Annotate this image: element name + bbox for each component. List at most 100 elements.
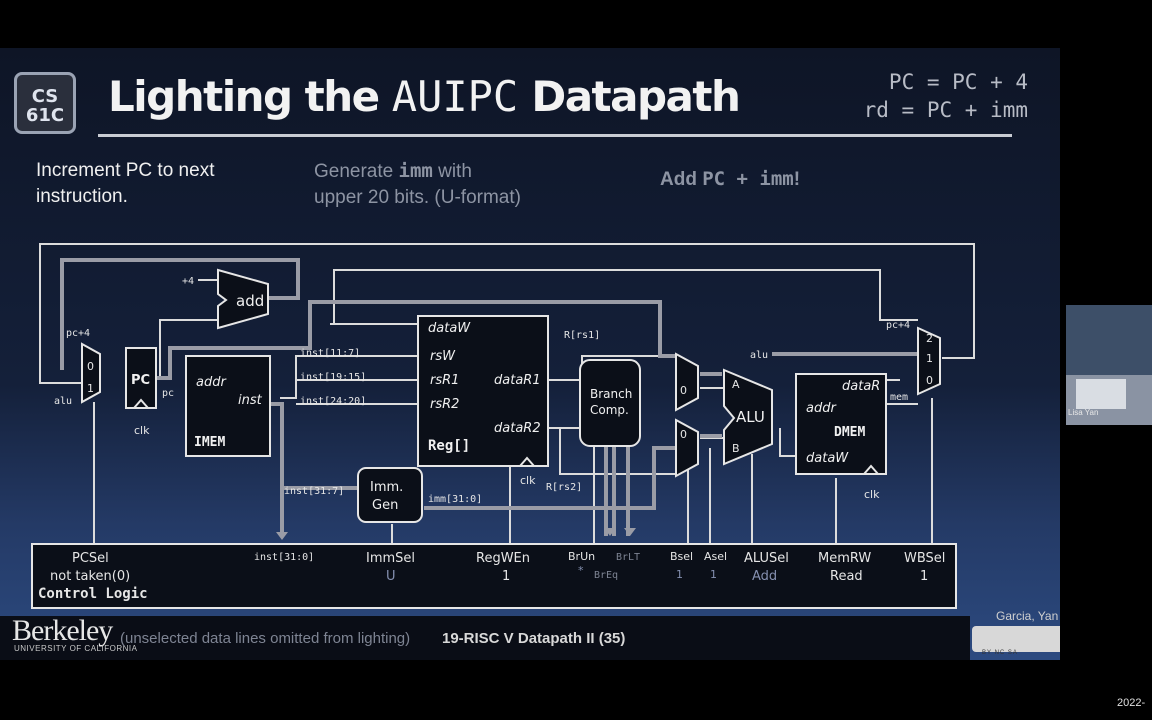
berkeley-sub: UNIVERSITY OF CALIFORNIA: [14, 644, 138, 653]
label-clk-pc: clk: [134, 424, 150, 437]
label-alu-left: alu: [54, 396, 72, 407]
datapath-diagram: +4 pc+4 alu pc inst[11:7] inst[19:15] in…: [31, 243, 975, 609]
label-datar1: dataR1: [494, 373, 541, 388]
label-alu-right: alu: [750, 350, 768, 361]
label-immgen-1: Imm.: [370, 480, 403, 495]
logo-line1: CS: [31, 86, 59, 107]
label-inst-19-15: inst[19:15]: [300, 372, 366, 383]
alu-block: [723, 368, 773, 466]
slide-title: Lighting the AUIPC Datapath: [108, 72, 741, 121]
footer-authors: Garcia, Yan: [996, 609, 1059, 623]
label-mem: mem: [890, 392, 908, 403]
wire-alu-feedback: [39, 243, 975, 384]
cs61c-logo: CS 61C: [14, 72, 76, 134]
ctrl-asel-val: 1: [710, 568, 717, 581]
label-pcmux-1: 1: [87, 382, 94, 395]
label-pcmux-0: 0: [87, 360, 94, 373]
note-add-pc-imm: Add PC + imm!: [660, 168, 801, 190]
speaker-video-thumbnail[interactable]: [1066, 305, 1152, 425]
regfile-block: [417, 315, 549, 467]
footer-bar: [0, 616, 970, 660]
label-dmem-addr: addr: [806, 401, 837, 416]
wire-pc4-to-wbmux: [333, 269, 918, 324]
recording-date: 2022-: [1117, 697, 1146, 709]
label-imem-inst: inst: [238, 393, 263, 408]
label-inst-31-0: inst[31:0]: [254, 552, 314, 563]
ctrl-regwen: RegWEn: [476, 551, 530, 566]
ctrl-pcsel: PCSel: [72, 551, 109, 566]
label-inst-11-7: inst[11:7]: [300, 348, 360, 359]
lit-pc4-loop: [60, 258, 300, 370]
cc-labels: BY NC SA: [982, 650, 1018, 656]
label-clk-reg: clk: [520, 474, 536, 487]
imem-block: [185, 355, 271, 457]
control-logic-box: [31, 543, 957, 609]
lit-imm-to-bsel: [424, 446, 678, 510]
label-dmem: DMEM: [834, 425, 865, 440]
label-datar2: dataR2: [494, 421, 541, 436]
label-alu: ALU: [736, 408, 765, 426]
equation-pc: PC = PC + 4: [888, 70, 1028, 94]
label-datawb: dataW: [428, 321, 471, 336]
ctrl-alusel-val: Add: [752, 569, 777, 584]
footer-note: (unselected data lines omitted from ligh…: [120, 630, 411, 647]
ctrl-wbsel-val: 1: [920, 569, 928, 584]
label-pc-out: pc: [162, 388, 174, 399]
label-rrs1: R[rs1]: [564, 330, 600, 341]
ctrl-immsel: ImmSel: [366, 551, 415, 566]
ctrl-memrw-val: Read: [830, 569, 863, 584]
ctrl-wbsel: WBSel: [904, 551, 945, 566]
cc-license-icon: [972, 626, 1060, 652]
label-rrs2: R[rs2]: [546, 482, 582, 493]
label-alu-a: A: [732, 378, 740, 391]
note-generate-imm: Generate imm with upper 20 bits. (U-form…: [314, 160, 521, 208]
label-rsr1: rsR1: [430, 373, 459, 388]
label-immgen-2: Gen: [372, 498, 398, 513]
label-wbmux-0: 0: [926, 374, 933, 387]
label-rsr2: rsR2: [430, 397, 459, 412]
logo-line2: 61C: [25, 105, 65, 126]
ctrl-title: Control Logic: [38, 586, 148, 602]
label-clk-dmem: clk: [864, 488, 880, 501]
label-regfile: Reg[]: [428, 438, 470, 454]
pc-register: [125, 347, 157, 409]
label-inst-24-20: inst[24:20]: [300, 396, 366, 407]
label-dmem-dataw: dataW: [806, 451, 849, 466]
label-alu-b: B: [732, 442, 740, 455]
label-branch-1: Branch: [590, 387, 632, 401]
wb-mux: [917, 326, 941, 396]
branch-comp-block: [579, 359, 641, 447]
label-imm-31-0: imm[31:0]: [428, 494, 482, 505]
label-inst-31-7: inst[31:7]: [284, 486, 344, 497]
wire-inst-11-7: [280, 355, 418, 399]
label-imem-addr: addr: [196, 375, 227, 390]
label-rsw: rsW: [430, 349, 456, 364]
ctrl-memrw: MemRW: [818, 551, 871, 566]
title-underline: [98, 134, 1012, 137]
slide: CS 61C Lighting the AUIPC Datapath PC = …: [0, 48, 1060, 660]
label-pc4-wb: pc+4: [886, 320, 910, 331]
ctrl-asel: Asel: [704, 550, 727, 563]
ctrl-bsel: Bsel: [670, 550, 693, 563]
ctrl-brun-val: *: [578, 564, 584, 577]
label-branch-2: Comp.: [590, 403, 629, 417]
label-wbmux-1: 1: [926, 352, 933, 365]
ctrl-regwen-val: 1: [502, 569, 510, 584]
label-pc4-top: pc+4: [66, 328, 90, 339]
ctrl-immsel-val: U: [386, 569, 396, 584]
label-imem: IMEM: [194, 435, 225, 450]
label-dmem-datar: dataR: [842, 379, 880, 394]
speaker-name: Lisa Yan: [1068, 408, 1099, 417]
immgen-block: [357, 467, 423, 523]
label-pc: PC: [131, 373, 150, 388]
lit-pc-to-asel: [136, 300, 678, 380]
berkeley-logo: Berkeley: [12, 614, 113, 647]
dmem-block: [795, 373, 887, 475]
ctrl-brun: BrUn: [568, 550, 595, 563]
ctrl-bsel-val: 1: [676, 568, 683, 581]
ctrl-breq: BrEq: [594, 570, 618, 581]
equation-rd: rd = PC + imm: [863, 98, 1028, 122]
ctrl-pcsel-val: not taken(0): [50, 569, 130, 584]
label-plus4: +4: [182, 276, 194, 287]
